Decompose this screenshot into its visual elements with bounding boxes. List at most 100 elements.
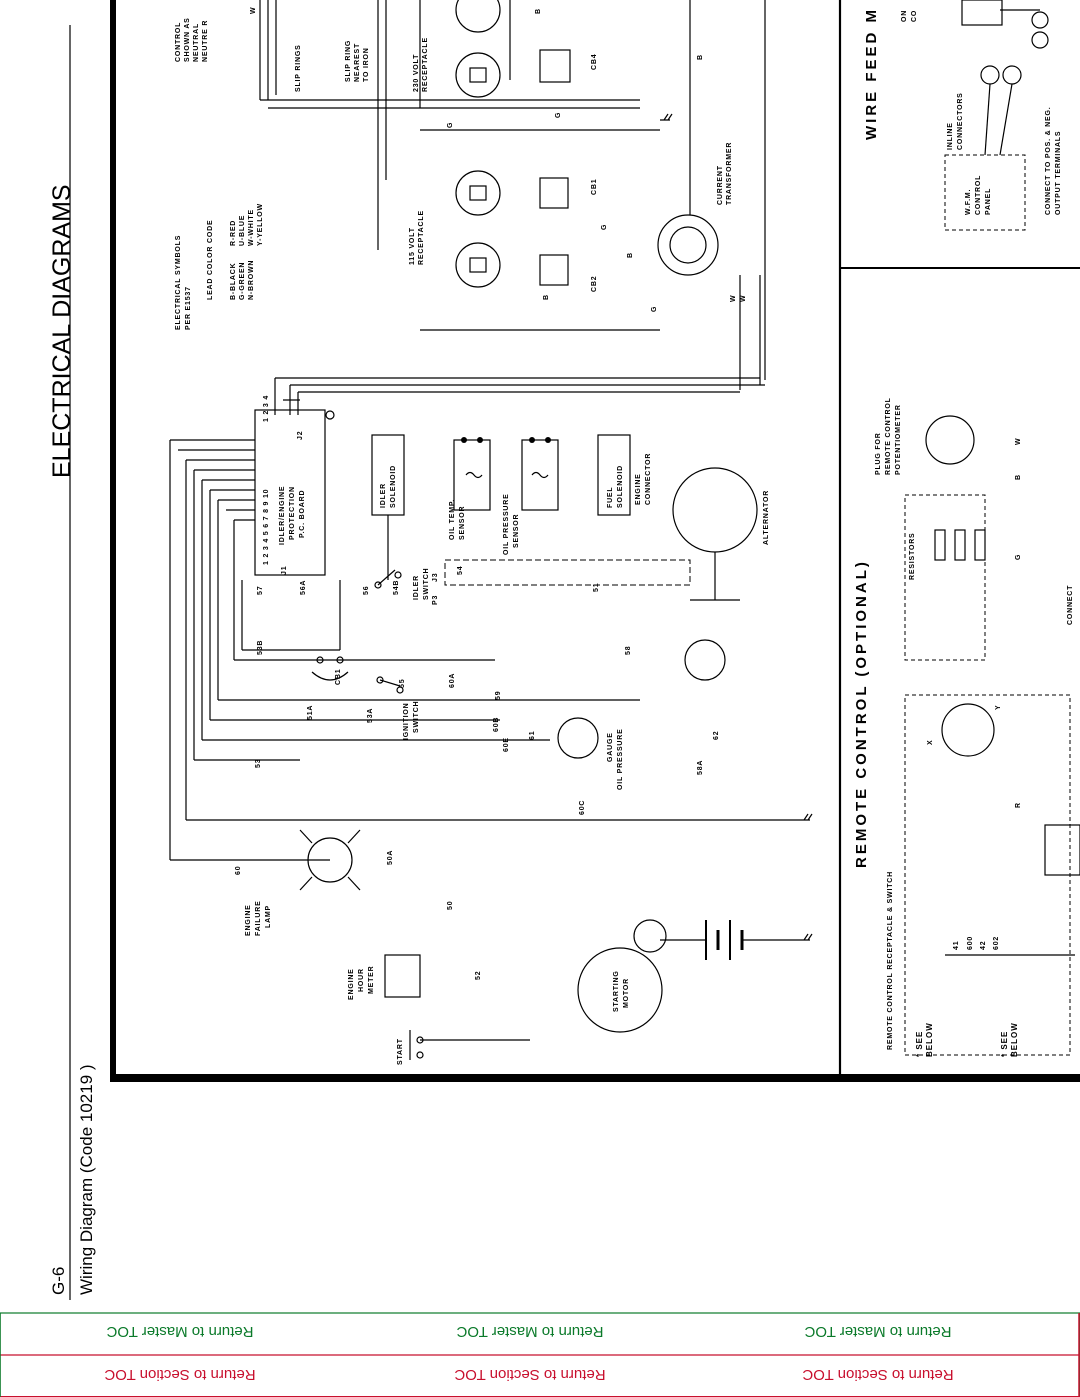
svg-text:SWITCH: SWITCH	[423, 568, 430, 600]
svg-text:P.C. BOARD: P.C. BOARD	[299, 490, 306, 538]
svg-text:FUEL: FUEL	[607, 487, 614, 508]
wire-color-letter: G	[555, 112, 562, 118]
return-section-toc-link-3[interactable]: Return to Section TOC	[802, 1366, 953, 1383]
svg-text:TRANSFORMER: TRANSFORMER	[726, 142, 733, 205]
svg-text:NEAREST: NEAREST	[354, 43, 361, 82]
svg-text:41: 41	[953, 941, 960, 950]
svg-text:CB2: CB2	[591, 276, 598, 292]
return-section-toc-link-2[interactable]: Return to Section TOC	[454, 1366, 605, 1383]
svg-text:602: 602	[993, 936, 1000, 950]
lead-number: 53A	[367, 708, 374, 723]
svg-text:RECEPTACLE: RECEPTACLE	[422, 37, 429, 92]
wire-color-letter: B	[535, 8, 542, 14]
svg-text:J1: J1	[281, 566, 288, 575]
svg-text:ENGINE: ENGINE	[245, 904, 252, 936]
wire-color-letter: W	[1015, 438, 1022, 445]
svg-text:OIL TEMP.: OIL TEMP.	[449, 499, 456, 540]
svg-text:J3: J3	[432, 573, 439, 582]
svg-text:LEAD COLOR CODE: LEAD COLOR CODE	[207, 220, 214, 300]
svg-text:STARTING: STARTING	[613, 970, 620, 1012]
lead-number: 60E	[503, 737, 510, 752]
svg-text:600: 600	[967, 936, 974, 950]
remote-plug: PLUG FOR REMOTE CONTROL POTENTIOMETER RE…	[875, 397, 1074, 661]
ignition-switch: IGNITION SWITCH CB1	[311, 656, 420, 740]
start-switch: START	[397, 1030, 530, 1065]
wire-color-letter: B	[697, 54, 704, 60]
svg-text:PER E1537: PER E1537	[185, 286, 192, 330]
svg-text:CB1: CB1	[335, 669, 342, 685]
svg-text:BELOW: BELOW	[1010, 1022, 1019, 1057]
wire-color-letter: R	[1015, 802, 1022, 808]
svg-text:B-BLACK: B-BLACK	[230, 263, 237, 300]
lead-number: 54	[457, 566, 464, 575]
svg-text:J2: J2	[297, 431, 304, 440]
svg-text:W.F.M.: W.F.M.	[965, 189, 972, 215]
svg-text:CONTROL: CONTROL	[175, 22, 182, 62]
svg-text:GAUGE: GAUGE	[607, 732, 614, 762]
return-section-toc-link-1[interactable]: Return to Section TOC	[104, 1366, 255, 1383]
svg-text:PLUG FOR: PLUG FOR	[875, 432, 882, 475]
wire-color-letter: W	[730, 295, 737, 302]
svg-text:G-GREEN: G-GREEN	[239, 262, 246, 300]
oil-pressure-sensor: OIL PRESSURE SENSOR	[503, 437, 559, 555]
svg-text:CB1: CB1	[591, 179, 598, 195]
svg-text:HOUR: HOUR	[358, 968, 365, 992]
battery	[660, 920, 800, 960]
svg-text:RESISTORS: RESISTORS	[909, 532, 916, 580]
svg-text:SLIP RINGS: SLIP RINGS	[295, 44, 302, 92]
svg-text:1 2 3 4 5 6 7 8 9 10: 1 2 3 4 5 6 7 8 9 10	[263, 489, 270, 565]
oil-pressure-gauge: GAUGE OIL PRESSURE	[557, 639, 726, 790]
lead-number: 60B	[493, 717, 500, 732]
wire-color-letter: W	[740, 295, 747, 302]
svg-text:* SEE: * SEE	[915, 1031, 924, 1057]
lead-number: 61	[529, 731, 536, 740]
page-number: G-6	[49, 1267, 68, 1295]
wire-color-letter: Y	[995, 705, 1002, 710]
svg-text:230 VOLT: 230 VOLT	[413, 54, 420, 92]
slip-rings: SLIP RINGS SLIP RING NEAREST TO IRON	[259, 0, 640, 250]
wire-color-letter: B	[627, 252, 634, 258]
page-header: G-6 Wiring Diagram (Code 10219 ) ELECTRI…	[48, 25, 96, 1300]
svg-text:SLIP RING: SLIP RING	[345, 40, 352, 82]
receptacle-115v: 115 VOLT RECEPTACLE CB1 CB2	[409, 129, 660, 331]
svg-text:ELECTRICAL SYMBOLS: ELECTRICAL SYMBOLS	[175, 235, 182, 330]
svg-text:IDLER: IDLER	[380, 483, 387, 508]
svg-text:IGNITION: IGNITION	[403, 702, 410, 740]
svg-text:MOTOR: MOTOR	[623, 978, 630, 1008]
svg-text:SOLENOID: SOLENOID	[390, 465, 397, 508]
wire-color-letter: W	[250, 7, 257, 14]
svg-text:SHOWN AS: SHOWN AS	[184, 17, 191, 62]
lead-number: 51A	[307, 705, 314, 720]
lead-number: 56	[363, 586, 370, 595]
svg-text:NEUTRAL: NEUTRAL	[193, 23, 200, 62]
svg-text:METER: METER	[368, 966, 375, 995]
return-master-toc-link-2[interactable]: Return to Master TOC	[456, 1323, 603, 1340]
wire-color-letter: B	[543, 294, 550, 300]
svg-text:CONNECTOR: CONNECTOR	[645, 453, 652, 505]
svg-text:P3: P3	[432, 595, 439, 605]
svg-text:START: START	[397, 1038, 404, 1065]
return-master-toc-link-1[interactable]: Return to Master TOC	[106, 1323, 253, 1340]
lead-number: 60	[235, 866, 242, 875]
svg-text:Return to Master TOC: Return to Master TOC	[106, 1323, 253, 1340]
svg-text:RECEPTACLE: RECEPTACLE	[418, 210, 425, 265]
svg-text:Return to Master TOC: Return to Master TOC	[804, 1323, 951, 1340]
lead-number: 52	[475, 971, 482, 980]
alternator: ALTERNATOR	[672, 467, 770, 601]
svg-text:Return to Master TOC: Return to Master TOC	[456, 1323, 603, 1340]
svg-text:R-RED: R-RED	[230, 220, 237, 246]
svg-text:Y-YELLOW: Y-YELLOW	[257, 203, 264, 246]
svg-text:CONNECT: CONNECT	[1067, 585, 1074, 625]
return-master-toc-link-3[interactable]: Return to Master TOC	[804, 1323, 951, 1340]
svg-text:PANEL: PANEL	[985, 188, 992, 215]
svg-text:IDLER: IDLER	[413, 575, 420, 600]
svg-text:SENSOR: SENSOR	[459, 506, 466, 540]
idler-solenoid: IDLER SOLENOID IDLER SWITCH	[371, 434, 430, 600]
wire-color-letter: G	[447, 122, 454, 128]
svg-text:IDLER/ENGINE: IDLER/ENGINE	[279, 486, 286, 545]
svg-text:W-WHITE: W-WHITE	[248, 209, 255, 246]
current-transformer: CURRENT TRANSFORMER	[657, 0, 766, 390]
toc-strip: Return to Master TOC Return to Master TO…	[0, 1312, 1080, 1397]
